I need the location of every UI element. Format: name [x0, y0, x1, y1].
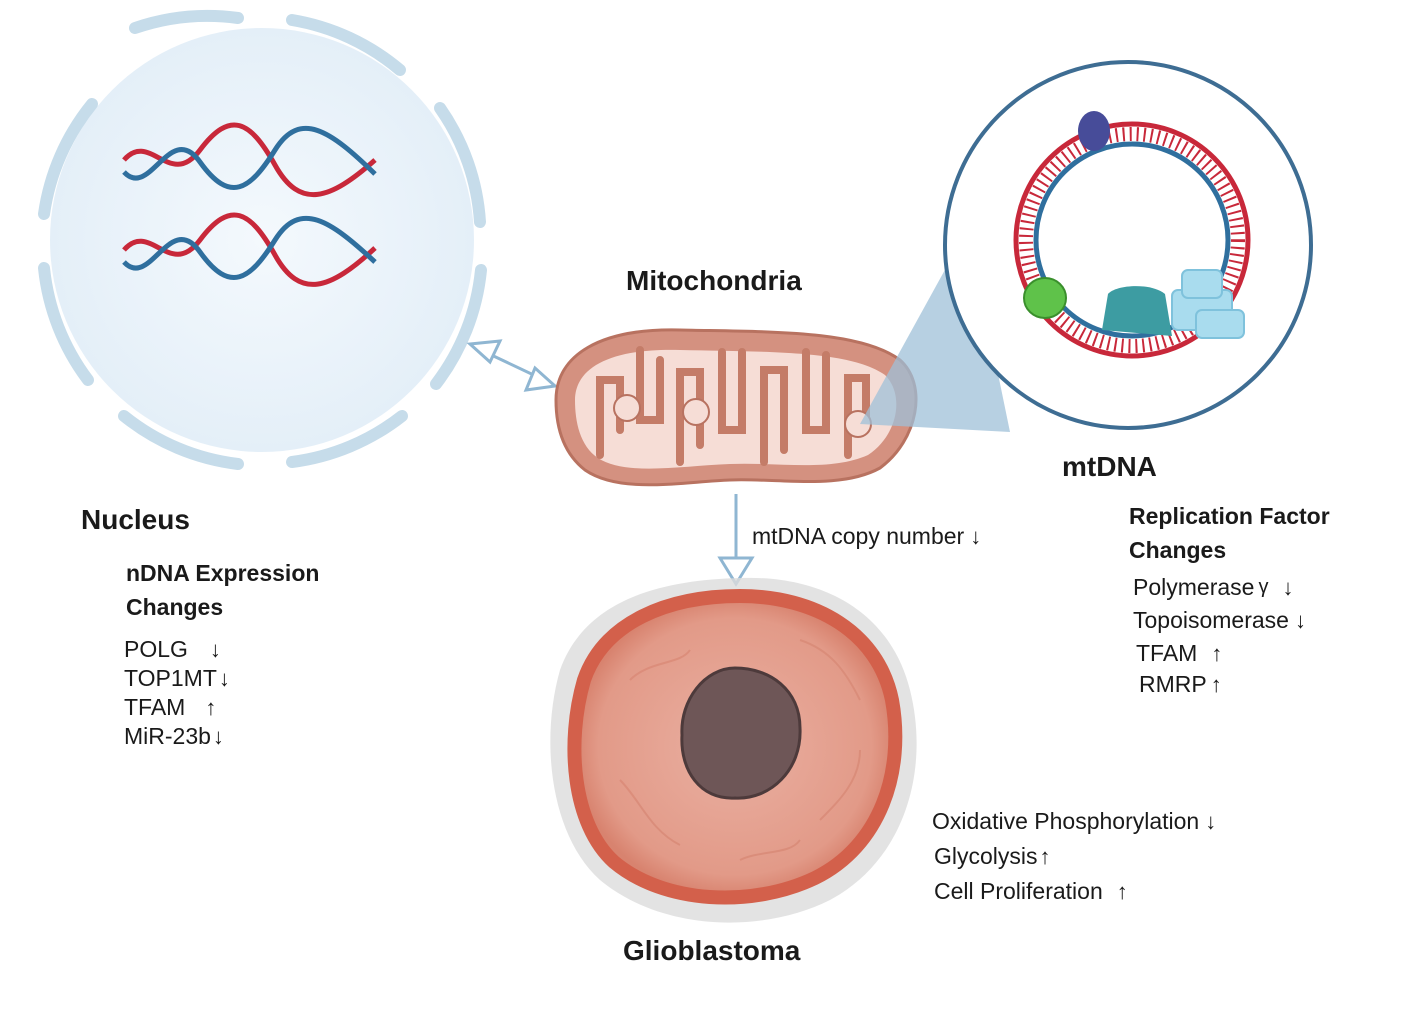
mtdna-outer-strand [1013, 121, 1251, 359]
protein-green [1023, 277, 1067, 319]
list-item: TFAM↑ [1136, 640, 1223, 666]
ndna-subtitle-line2: Changes [126, 594, 224, 620]
bidirectional-arrow [466, 339, 559, 392]
nuclear-membrane [38, 9, 487, 470]
glioblastoma-title: Glioblastoma [623, 935, 801, 966]
dna-strand-bottom [122, 212, 377, 287]
mtdna-title: mtDNA [1062, 451, 1157, 482]
list-item: Topoisomerase↓ [1133, 607, 1306, 633]
mtdna-circle-graphic [943, 60, 1313, 430]
nucleus-title: Nucleus [81, 504, 190, 535]
copy-number-label: mtDNA copy number↓ [752, 523, 982, 549]
list-item: Glycolysis↑ [934, 843, 1051, 869]
list-item: Cell Proliferation↑ [934, 878, 1128, 904]
protein-teal [1102, 286, 1172, 336]
dna-strand-top [122, 122, 377, 197]
down-arrow [717, 494, 755, 587]
effects-list: Oxidative Phosphorylation↓ Glycolysis↑ C… [932, 804, 1216, 909]
mtdna-ladder [1019, 127, 1245, 353]
mitochondria-title: Mitochondria [626, 265, 802, 296]
list-item: TOP1MT↓ [124, 665, 230, 691]
mtdna-inner-strand [1033, 141, 1231, 339]
ndna-subtitle-line1: nDNA Expression [126, 560, 320, 586]
nucleus-graphic [38, 9, 487, 470]
mitochondria-graphic [554, 328, 918, 487]
replication-subtitle-line1: Replication Factor [1129, 503, 1330, 529]
replication-subtitle-line2: Changes [1129, 537, 1227, 563]
list-item: RMRP↑ [1139, 671, 1222, 697]
ndna-list: POLG↓ TOP1MT↓ TFAM↑ MiR-23b↓ [124, 635, 230, 751]
list-item: MiR-23b↓ [124, 723, 224, 749]
glioblastoma-graphic [550, 577, 917, 923]
cell-nucleus [680, 666, 802, 800]
ndna-subtitle: nDNA Expression Changes [126, 556, 319, 624]
protein-lightblue [1171, 269, 1245, 339]
list-item: Oxidative Phosphorylation↓ [932, 808, 1217, 834]
replication-subtitle: Replication Factor Changes [1129, 499, 1330, 567]
cell-texture [619, 639, 861, 861]
list-item: TFAM↑ [124, 694, 217, 720]
protein-purple [1078, 111, 1110, 151]
list-item: POLG↓ [124, 636, 221, 662]
